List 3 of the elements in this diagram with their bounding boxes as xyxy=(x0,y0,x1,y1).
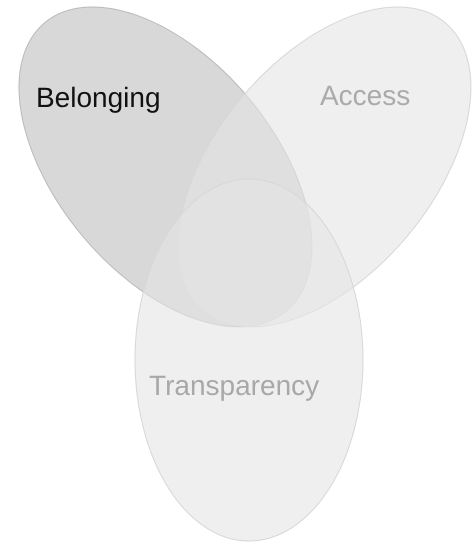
set-label: Access xyxy=(320,80,410,112)
set-label: Belonging xyxy=(36,82,161,114)
set-label: Transparency xyxy=(149,370,320,402)
